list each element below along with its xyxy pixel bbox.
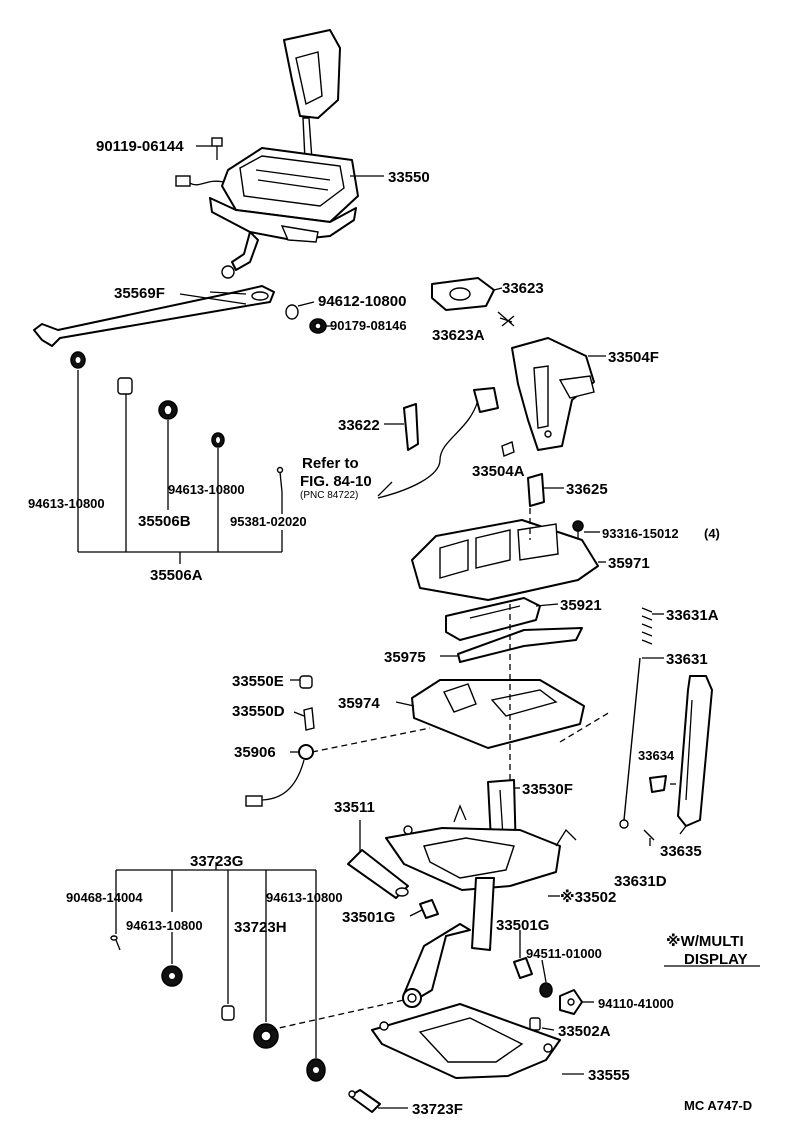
label-33550: 33550	[388, 169, 430, 186]
label-93316-15012: 93316-15012	[602, 526, 679, 541]
multi-display-note: ※W/MULTI DISPLAY	[666, 932, 748, 968]
label-90119-06144: 90119-06144	[96, 138, 184, 155]
label-33623: 33623	[502, 280, 544, 297]
label-33631A: 33631A	[666, 607, 719, 624]
note-line1: ※W/MULTI	[666, 932, 744, 950]
shift-lever-assembly	[175, 29, 359, 279]
label-35906: 35906	[234, 744, 276, 761]
label-35506A: 35506A	[150, 567, 203, 584]
refer-note: Refer to FIG. 84-10 (PNC 84722)	[300, 455, 372, 501]
alignment-dashes	[269, 508, 611, 1031]
label-33501G-right: 33501G	[496, 917, 549, 934]
washer-and-nut-center	[285, 304, 327, 334]
bolt-33723F	[348, 1089, 381, 1113]
indicator-plate-35921	[445, 597, 541, 641]
label-33623A: 33623A	[432, 327, 485, 344]
group-33723G-parts	[110, 935, 326, 1082]
label-33501G-left: 33501G	[342, 909, 395, 926]
label-33550D: 33550D	[232, 703, 285, 720]
label-35975: 35975	[384, 649, 426, 666]
clip-33622	[377, 387, 545, 507]
label-33723F: 33723F	[412, 1101, 463, 1118]
label-33631D: 33631D	[614, 873, 667, 890]
label-94613-10800-g1: 94613-10800	[126, 918, 203, 933]
label-94511-01000: 94511-01000	[526, 946, 602, 961]
label-35921: 35921	[560, 597, 602, 614]
label-94612-10800: 94612-10800	[318, 293, 406, 310]
label-35971: 35971	[608, 555, 650, 572]
button-33623	[431, 277, 515, 327]
label-94613-10800-left: 94613-10800	[28, 496, 105, 511]
left-small-parts	[70, 351, 284, 493]
label-93316-qty: (4)	[704, 526, 720, 541]
figure-code: MC A747-D	[684, 1098, 752, 1113]
label-33631: 33631	[666, 651, 708, 668]
label-90179-08146: 90179-08146	[330, 318, 407, 333]
label-33504A: 33504A	[472, 463, 525, 480]
leader-lines	[77, 175, 760, 1109]
label-33504F: 33504F	[608, 349, 659, 366]
slide-35975	[457, 627, 583, 663]
refer-line2: FIG. 84-10	[300, 473, 372, 490]
label-94613-10800-mid: 94613-10800	[168, 482, 245, 497]
label-33723G: 33723G	[190, 853, 243, 870]
label-33622: 33622	[338, 417, 380, 434]
label-33530F: 33530F	[522, 781, 573, 798]
label-90468-14004: 90468-14004	[66, 890, 143, 905]
label-33511: 33511	[334, 799, 375, 816]
label-94110-41000: 94110-41000	[598, 996, 674, 1011]
bulbs-left	[245, 675, 315, 807]
label-33550E: 33550E	[232, 673, 284, 690]
label-33634: 33634	[638, 748, 675, 763]
knob-33504F	[511, 337, 595, 451]
rod-33631	[619, 607, 655, 841]
label-33635: 33635	[660, 843, 702, 860]
label-35569F: 35569F	[114, 285, 165, 302]
note-line2: DISPLAY	[684, 951, 748, 968]
label-95381-02020: 95381-02020	[230, 514, 307, 529]
refer-line3: (PNC 84722)	[300, 490, 358, 501]
indicator-base-35974	[411, 679, 585, 749]
refer-line1: Refer to	[302, 455, 359, 472]
label-33723H: 33723H	[234, 919, 287, 936]
label-33502A: 33502A	[558, 1023, 611, 1040]
bracket-33502	[385, 804, 577, 891]
part-labels: 90119-06144 33550 35569F 94612-10800 901…	[28, 138, 720, 1118]
clip-33634	[649, 775, 667, 793]
base-plate-33555	[371, 1003, 561, 1079]
pin-33511	[347, 849, 409, 899]
control-rod-35569F	[33, 285, 275, 347]
label-33625: 33625	[566, 481, 608, 498]
label-94613-10800-g2: 94613-10800	[266, 890, 343, 905]
label-33502: ※33502	[560, 888, 616, 906]
screw-93316	[572, 520, 584, 542]
label-35974: 35974	[338, 695, 380, 712]
indicator-housing-35971	[411, 519, 599, 601]
label-35506B: 35506B	[138, 513, 191, 530]
plate-33635	[677, 675, 713, 827]
label-33555: 33555	[588, 1067, 630, 1084]
lever-arm	[402, 877, 495, 1008]
bolt-90119-06144	[196, 137, 223, 160]
